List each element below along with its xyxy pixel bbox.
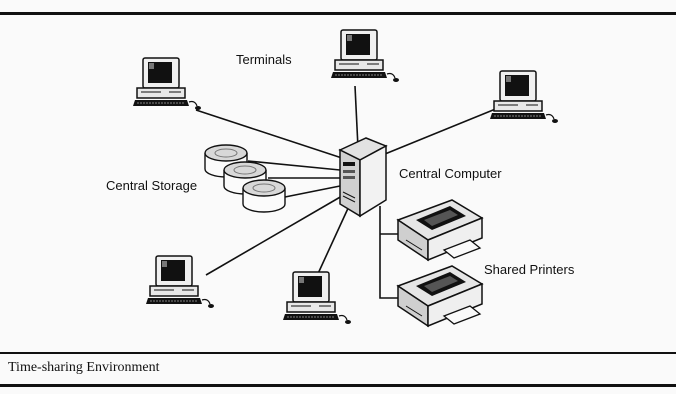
- connection-lines: [195, 85, 499, 299]
- terminal-icon: [282, 271, 352, 325]
- terminal-icon: [132, 57, 202, 111]
- printer-icon: [397, 265, 483, 327]
- figure-caption: Time-sharing Environment: [8, 360, 160, 375]
- terminals-label: Terminals: [236, 52, 292, 67]
- caption-rule: [0, 352, 676, 354]
- central-storage-label: Central Storage: [106, 178, 198, 193]
- terminal-icon: [330, 29, 400, 83]
- terminal-icon: [145, 255, 215, 309]
- top-rule: [0, 12, 676, 15]
- server-tower-icon: [338, 137, 388, 218]
- printer-icon: [397, 199, 483, 261]
- shared-printers-label: Shared Printers: [484, 262, 575, 277]
- terminal-icon: [489, 70, 559, 124]
- bottom-rule: [0, 384, 676, 387]
- disk-storage-icon: [242, 179, 286, 213]
- central-computer-label: Central Computer: [399, 166, 502, 181]
